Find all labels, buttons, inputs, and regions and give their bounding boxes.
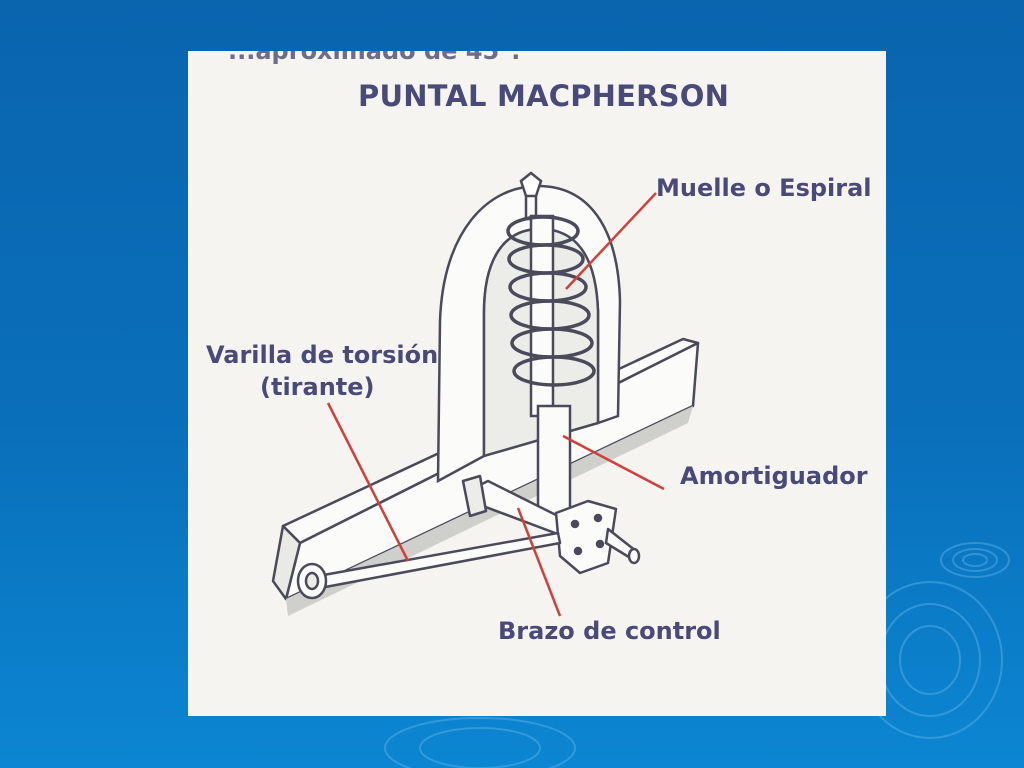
label-torsion-rod: Varilla de torsión — [206, 341, 439, 369]
label-spring: Muelle o Espiral — [656, 174, 872, 202]
leader-lines — [326, 192, 665, 617]
cropped-caption-text: ...aproximado de 45°. — [228, 51, 521, 65]
shock-absorber-rod — [519, 171, 572, 518]
diagram-title: PUNTAL MACPHERSON — [358, 79, 730, 113]
strut-drawing — [271, 171, 700, 617]
coil-spring — [506, 215, 596, 387]
macpherson-strut-figure: ...aproximado de 45°. PUNTAL MACPHERSON … — [188, 51, 886, 716]
torsion-rod — [296, 531, 562, 600]
label-shock-absorber: Amortiguador — [680, 462, 868, 490]
label-torsion-rod-subtitle: (tirante) — [260, 373, 375, 401]
label-control-arm: Brazo de control — [498, 617, 721, 645]
steering-knuckle — [554, 499, 641, 575]
